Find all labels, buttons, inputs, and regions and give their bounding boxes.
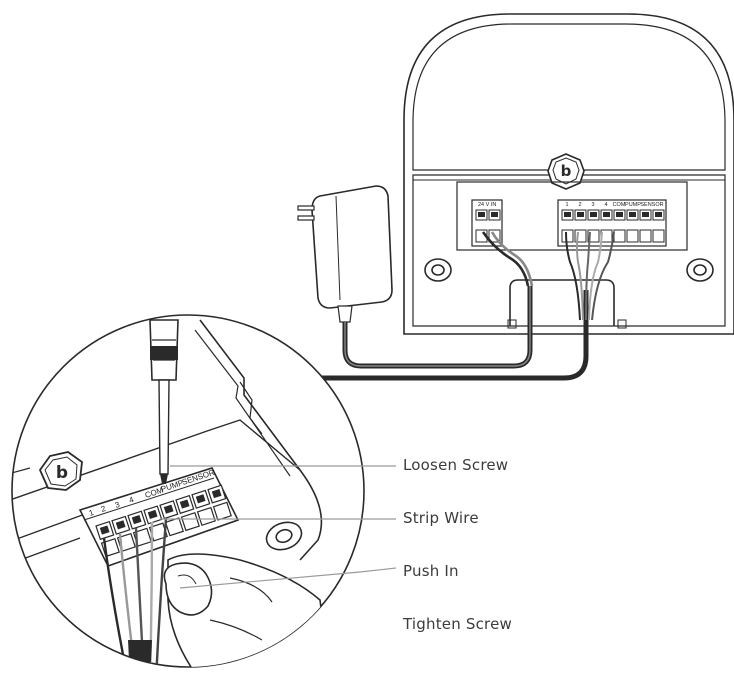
terminal-label-pump: PUMP — [625, 202, 641, 208]
mounting-hole-right — [686, 258, 714, 282]
zoom-logo-glyph: b — [56, 463, 68, 483]
power-input-label: 24 V IN — [478, 202, 496, 208]
step-tighten-screw: Tighten Screw — [403, 615, 512, 633]
step-loosen-screw: Loosen Screw — [403, 456, 509, 474]
terminal-label-1: 1 — [565, 202, 568, 208]
zoom-terminal-block — [175, 494, 200, 532]
terminal-blocks — [561, 209, 665, 243]
callout-line-push — [179, 567, 397, 589]
zoom-terminal-block — [191, 489, 216, 526]
zoom-terminal-label-4: 4 — [128, 495, 136, 505]
step-push-in: Push In — [403, 562, 459, 580]
terminal-block — [561, 209, 574, 243]
terminal-block — [626, 209, 639, 243]
terminal-block — [639, 209, 652, 243]
terminal-label-sensor: SENSOR — [640, 202, 663, 208]
adapter-cable — [342, 231, 534, 369]
terminal-label-4: 4 — [604, 202, 607, 208]
screwdriver — [149, 319, 179, 484]
logo-glyph: b — [561, 162, 572, 180]
terminal-block — [587, 209, 600, 243]
zoom-terminal-label-3: 3 — [114, 500, 122, 510]
zone-wire-bundle — [244, 231, 615, 381]
zoom-terminal-block — [159, 500, 184, 537]
power-adapter — [297, 185, 393, 323]
terminal-label-3: 3 — [591, 202, 594, 208]
zoom-terminal-label-2: 2 — [100, 504, 108, 514]
terminal-block — [652, 209, 665, 243]
zoom-terminal-blocks — [95, 484, 232, 558]
step-strip-wire: Strip Wire — [403, 509, 479, 527]
terminal-label-2: 2 — [578, 202, 581, 208]
terminal-block — [600, 209, 613, 243]
zoom-terminal-block — [207, 484, 232, 521]
mounting-hole-left — [424, 258, 452, 282]
logo-hexagon: b — [547, 153, 585, 190]
zoom-logo-hexagon: b — [38, 451, 83, 491]
terminal-block — [574, 209, 587, 243]
terminal-block — [613, 209, 626, 243]
controller-unit — [403, 13, 734, 335]
zoom-terminal-label-1: 1 — [88, 508, 96, 518]
callout-lines — [160, 465, 397, 589]
terminal-label-com: COM — [613, 202, 626, 208]
